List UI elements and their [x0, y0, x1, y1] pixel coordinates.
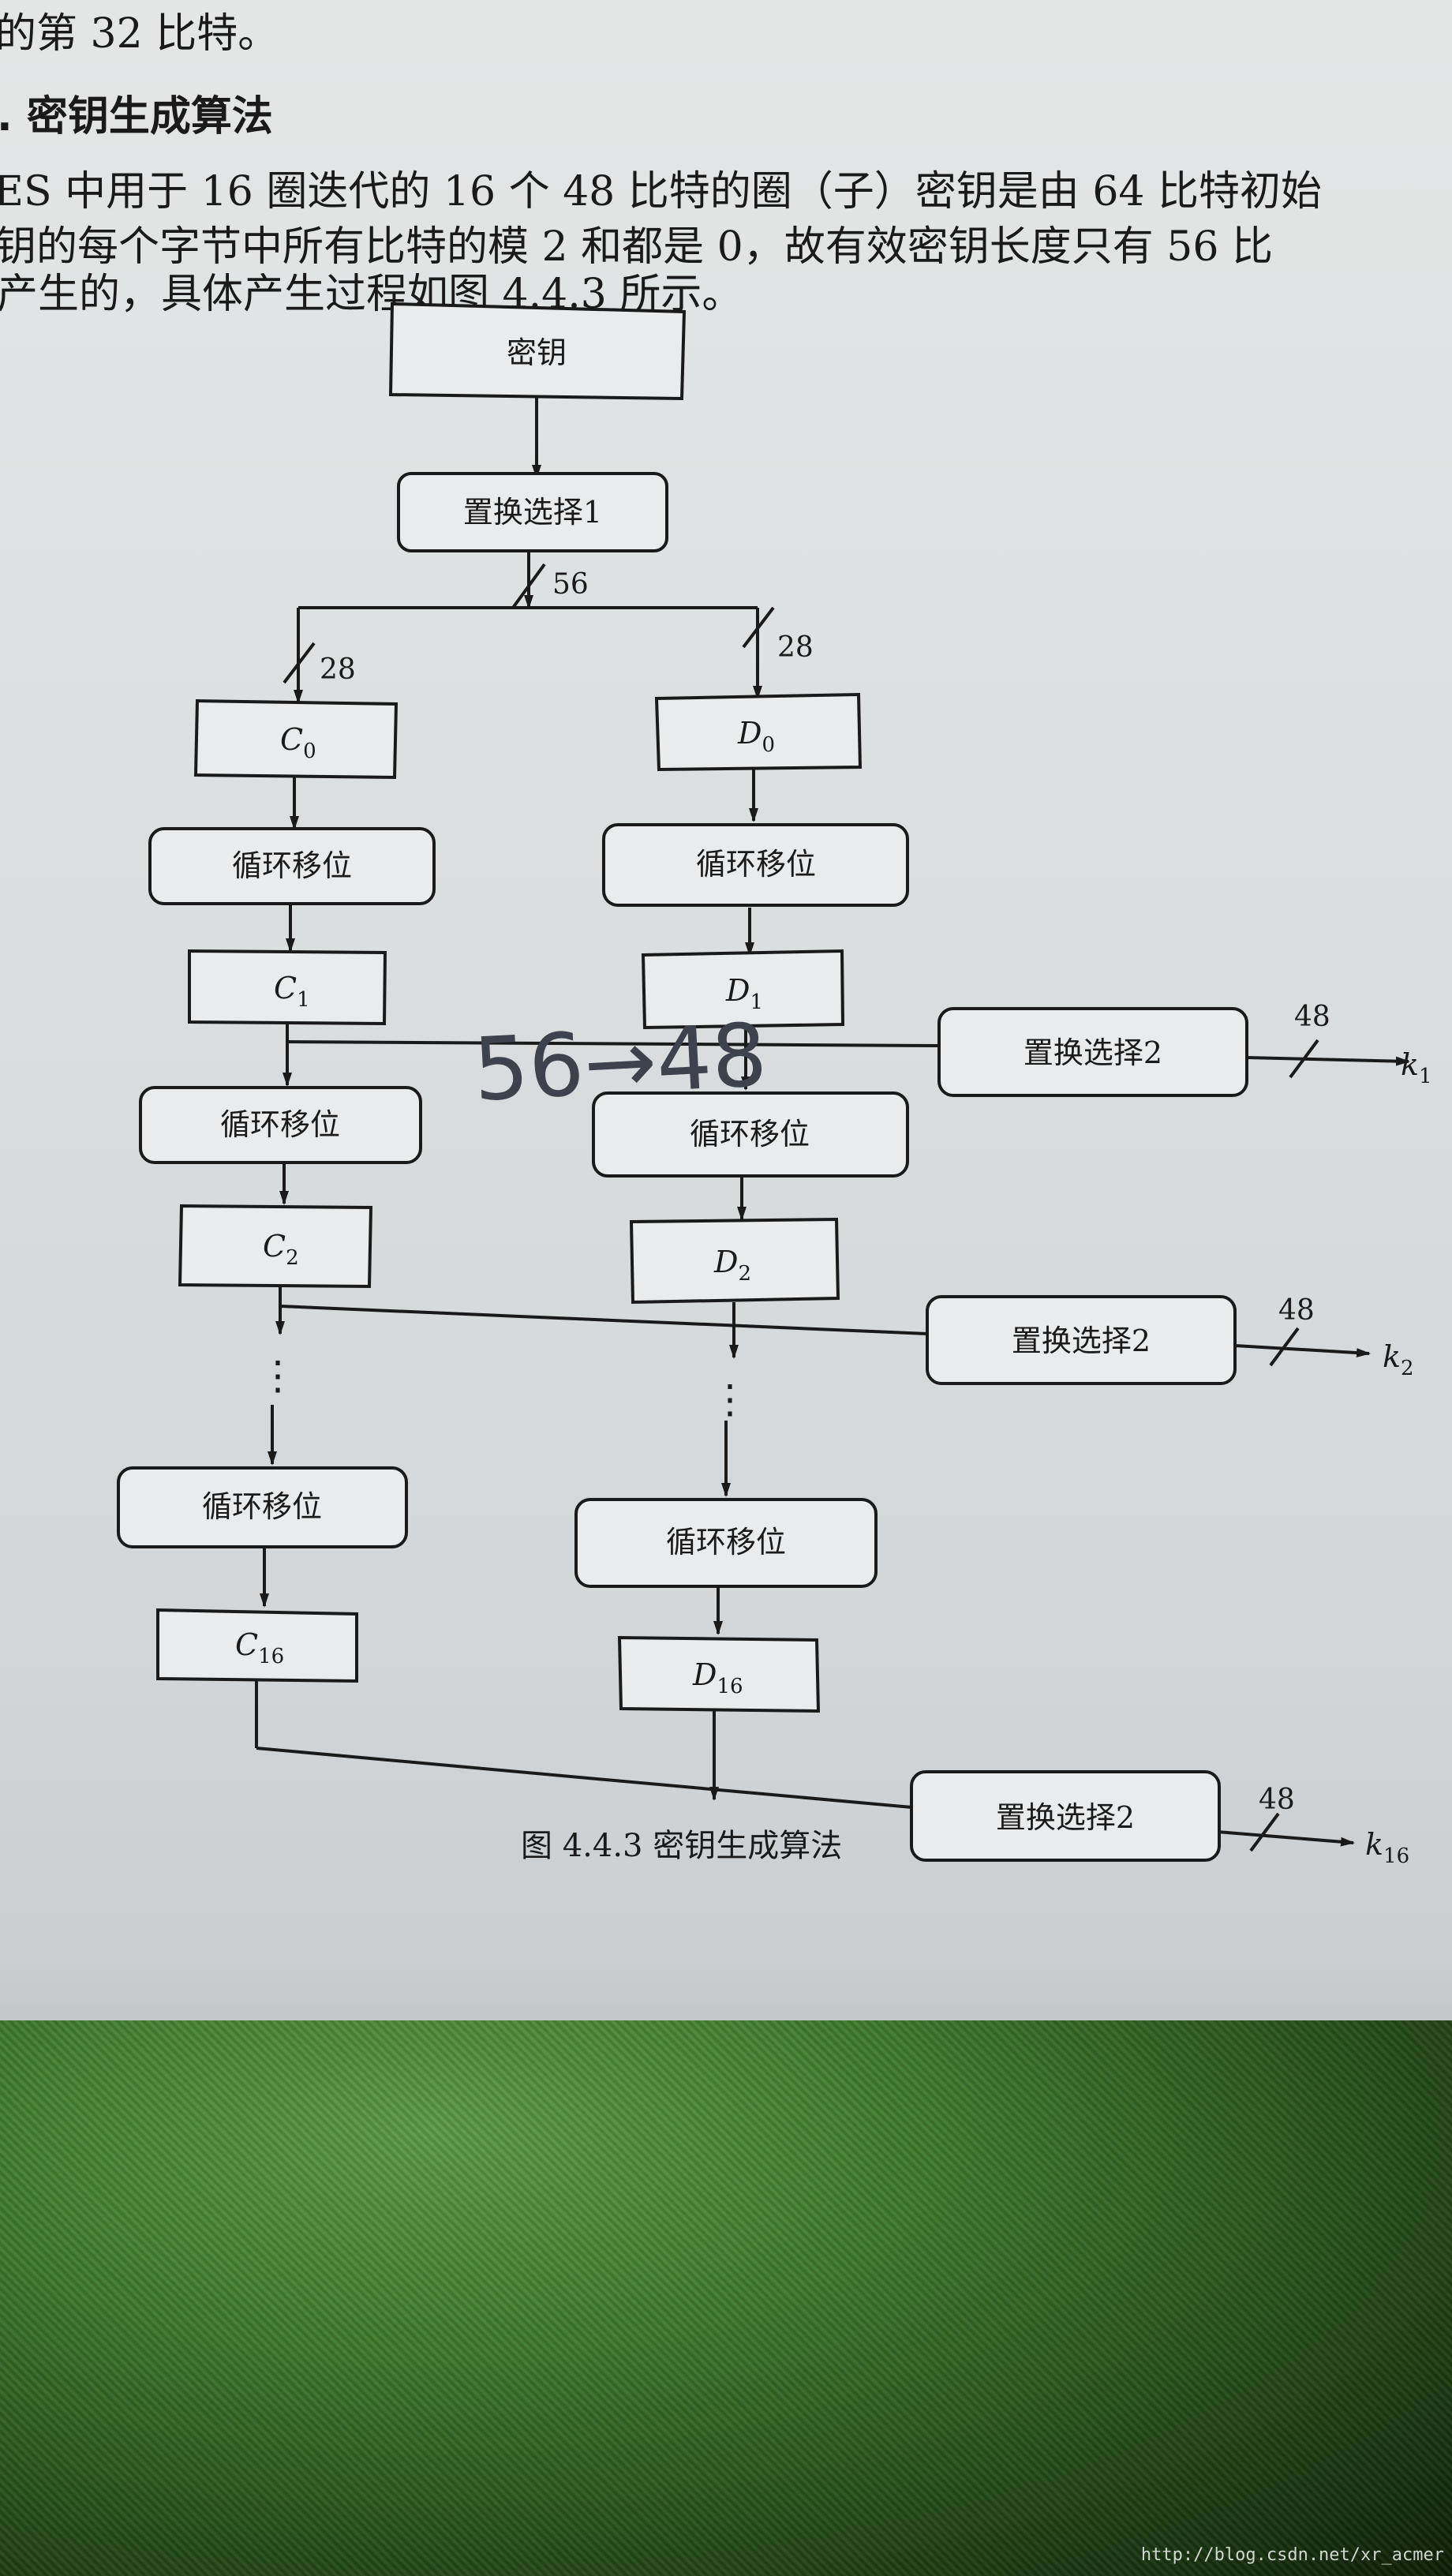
shift-label-left-16: 循环移位: [202, 1489, 322, 1524]
shift-box-left-16: [117, 1466, 408, 1548]
line-c16-join: [256, 1747, 912, 1809]
shift-box-right-2: [592, 1091, 909, 1178]
text-line-1: 的第 32 比特。: [0, 10, 279, 58]
bits-56-label: 56: [552, 568, 589, 601]
slash-28-left: [283, 642, 316, 684]
d1-box: [641, 949, 845, 1030]
bits-48-label-1: 48: [1294, 1001, 1330, 1033]
d1-label: D1: [725, 973, 763, 1014]
bits-28-left-label: 28: [320, 653, 356, 686]
shift-label-right-1: 循环移位: [696, 847, 816, 882]
key-schedule-diagram: 密钥 置换选择1 循环移位 循环移位 循环移位 循环移位 循环移位 循环移位 置…: [117, 301, 1432, 1868]
join-line-2: [279, 1305, 928, 1335]
shift-box-left-1: [148, 827, 436, 905]
shift-label-right-16: 循环移位: [666, 1525, 786, 1559]
slash-48-2: [1269, 1327, 1300, 1367]
k16-label: k16: [1365, 1827, 1409, 1868]
c16-box: [156, 1608, 358, 1683]
bits-48-label-16: 48: [1259, 1784, 1295, 1816]
arrow-k1: [1246, 1056, 1410, 1066]
pc2-label-16: 置换选择2: [996, 1800, 1135, 1835]
shift-label-left-2: 循环移位: [220, 1107, 340, 1142]
d2-label: D2: [713, 1245, 751, 1286]
key-box: [388, 301, 687, 401]
slash-48-16: [1249, 1812, 1280, 1852]
c2-label: C2: [263, 1229, 299, 1270]
shift-box-left-2: [139, 1086, 422, 1164]
section-heading: . 密钥生成算法: [0, 93, 273, 140]
pc2-label-1: 置换选择2: [1024, 1035, 1162, 1070]
slash-28-right: [742, 606, 775, 649]
c16-label: C16: [235, 1627, 284, 1668]
k2-label: k2: [1383, 1339, 1414, 1380]
d16-label: D16: [692, 1657, 743, 1698]
slash-56: [511, 563, 546, 609]
slash-48-1: [1289, 1039, 1319, 1079]
pc2-box-1: [937, 1007, 1248, 1097]
bits-28-right-label: 28: [777, 631, 814, 664]
k1-label: k1: [1401, 1047, 1432, 1088]
green-cloth-background: [0, 2020, 1452, 2576]
d0-label: D0: [737, 716, 775, 757]
join-line-1: [286, 1040, 940, 1047]
pc1-box: [397, 472, 668, 552]
d16-box: [617, 1635, 821, 1713]
pc2-box-16: [910, 1770, 1221, 1862]
d0-box: [654, 692, 863, 772]
bits-48-label-2: 48: [1278, 1294, 1315, 1327]
c0-label: C0: [280, 722, 316, 763]
ellipsis-left: ⋮: [258, 1353, 298, 1398]
arrow-k2: [1234, 1344, 1371, 1358]
c1-box: [188, 949, 387, 1026]
shift-box-right-16: [574, 1498, 878, 1588]
d2-box: [629, 1217, 840, 1305]
pc2-box-2: [926, 1295, 1237, 1385]
ellipsis-right: ⋮: [710, 1376, 750, 1422]
shift-label-right-2: 循环移位: [690, 1117, 810, 1151]
c2-box: [178, 1204, 373, 1289]
pc1-box-label: 置换选择1: [463, 495, 602, 530]
watermark: http://blog.csdn.net/xr_acmer: [1140, 2545, 1444, 2565]
handwritten-annotation: 56→48: [471, 1005, 769, 1121]
figure-caption: 图 4.4.3 密钥生成算法: [521, 1828, 842, 1864]
text-line-3: ES 中用于 16 圈迭代的 16 个 48 比特的圈（子）密钥是由 64 比特…: [0, 168, 1323, 215]
c0-box: [193, 698, 399, 780]
arrow-k16: [1207, 1829, 1355, 1847]
shift-label-left-1: 循环移位: [232, 848, 352, 883]
c1-label: C1: [274, 971, 310, 1012]
text-line-4: 钥的每个字节中所有比特的模 2 和都是 0，故有效密钥长度只有 56 比: [0, 223, 1273, 271]
key-box-label: 密钥: [507, 335, 567, 370]
shift-box-right-1: [602, 823, 909, 907]
pc2-label-2: 置换选择2: [1012, 1324, 1151, 1358]
